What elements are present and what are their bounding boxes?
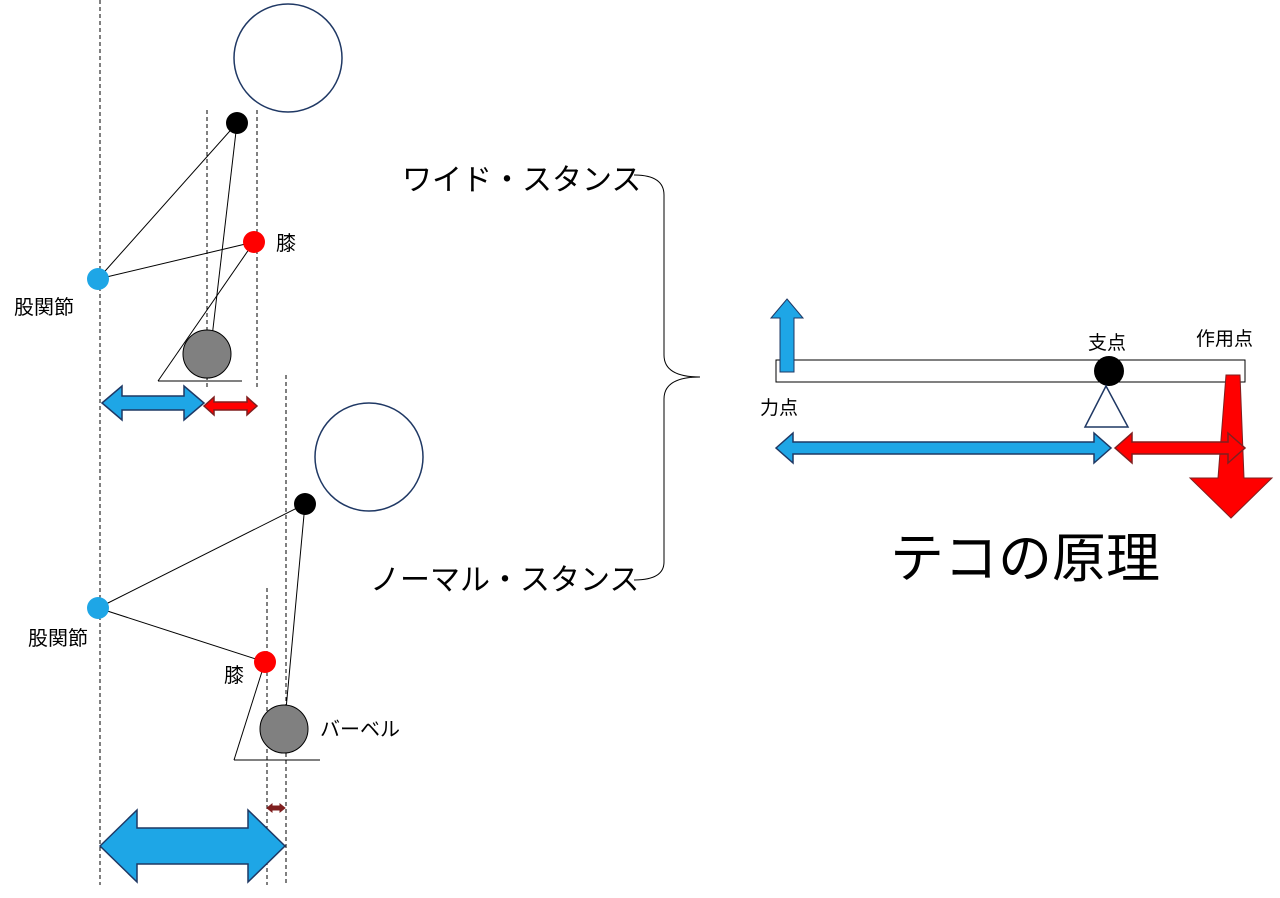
torso-line-top [97, 122, 238, 280]
hip-to-bar-arrow-top [100, 384, 206, 422]
shoulder-dot-bottom [294, 493, 316, 515]
fulcrum-dot [1094, 356, 1124, 386]
fulcrum-triangle [1083, 384, 1130, 428]
normal-stance-figure: 股関節 膝 バーベル [28, 375, 424, 885]
wide-stance-label: ワイド・スタンス [402, 163, 641, 198]
thigh-line-bottom [97, 607, 266, 663]
bar-to-knee-arrow-top [202, 395, 259, 417]
normal-stance-label: ノーマル・スタンス [370, 563, 639, 598]
knee-dot-top [243, 231, 265, 253]
lever-bar [775, 359, 1246, 383]
barbell-label: バーベル [320, 717, 400, 741]
effort-point-label: 力点 [760, 397, 798, 419]
knee-dot-bottom [254, 651, 276, 673]
hip-to-bar-arrow-bottom [98, 808, 287, 884]
torso-line-bottom [97, 503, 306, 609]
fulcrum-label: 支点 [1088, 332, 1126, 354]
leverage-principle-title: テコの原理 [890, 527, 1160, 590]
knee-label-top: 膝 [276, 231, 296, 255]
barbell-plate-bottom [259, 704, 309, 754]
head-circle-top [233, 3, 343, 113]
lever-diagram: 力点 支点 作用点 テコの原理 [760, 298, 1274, 590]
curly-brace [633, 174, 701, 581]
shin-line-top [157, 241, 255, 382]
thigh-line-top [97, 241, 255, 280]
hip-joint-label-top: 股関節 [14, 295, 74, 319]
effort-arm-arrow [774, 431, 1113, 465]
hip-joint-label-bottom: 股関節 [28, 626, 88, 650]
barbell-plate-top [182, 329, 232, 379]
effort-up-arrow [769, 298, 805, 373]
knee-label-bottom: 膝 [224, 663, 244, 687]
tiny-knee-bar-arrow-bottom [266, 802, 286, 814]
load-arm-arrow [1113, 431, 1247, 465]
head-circle-bottom [314, 402, 424, 512]
hip-dot-bottom [87, 597, 109, 619]
hip-dot-top [87, 268, 109, 290]
stance-brace-group: ワイド・スタンス ノーマル・スタンス [370, 163, 701, 598]
shin-line-bottom [233, 661, 266, 761]
wide-stance-figure: 膝 股関節 [14, 0, 343, 885]
load-point-label: 作用点 [1196, 328, 1253, 350]
shoulder-dot-top [226, 112, 248, 134]
arm-line-bottom [284, 503, 306, 721]
